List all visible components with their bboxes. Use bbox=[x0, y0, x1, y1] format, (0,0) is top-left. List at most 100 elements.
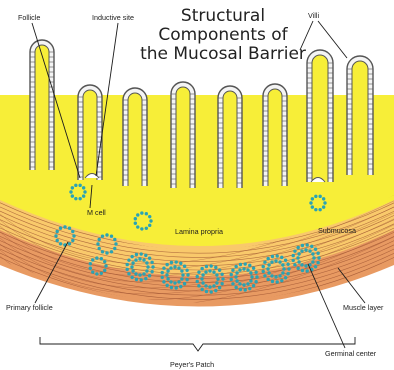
follicle-dot bbox=[304, 264, 307, 267]
follicle-dot bbox=[105, 233, 108, 236]
follicle-dot bbox=[148, 257, 151, 260]
follicle-dot bbox=[146, 265, 149, 268]
follicle-dot bbox=[220, 273, 223, 276]
follicle-dot bbox=[296, 256, 299, 259]
follicle-dot bbox=[148, 224, 151, 227]
label-peyers-patch: Peyer's Patch bbox=[170, 360, 214, 369]
follicle-dot bbox=[309, 201, 312, 204]
villus-core bbox=[312, 55, 328, 182]
follicle-dot bbox=[246, 268, 249, 271]
follicle-dot bbox=[278, 274, 281, 277]
follicle-dot bbox=[267, 263, 270, 266]
follicle-dot bbox=[281, 271, 284, 274]
follicle-dot bbox=[161, 276, 164, 279]
follicle-dot bbox=[103, 260, 106, 263]
follicle-dot bbox=[177, 280, 180, 283]
follicle-dot bbox=[150, 261, 153, 264]
follicle-dot bbox=[310, 245, 313, 248]
label-lamina-propria: Lamina propria bbox=[175, 227, 223, 236]
follicle-dot bbox=[249, 279, 252, 282]
follicle-dot bbox=[197, 284, 200, 287]
follicle-dot bbox=[135, 278, 138, 281]
follicle-dot bbox=[238, 268, 241, 271]
follicle-dot bbox=[185, 269, 188, 272]
follicle-dot bbox=[135, 253, 138, 256]
follicle-dot bbox=[267, 271, 270, 274]
follicle-dot bbox=[126, 268, 129, 271]
follicle-dot bbox=[82, 194, 85, 197]
follicle-dot bbox=[83, 190, 86, 193]
follicle-dot bbox=[239, 263, 242, 266]
villus-core bbox=[223, 91, 237, 188]
follicle-dot bbox=[230, 278, 233, 281]
follicle-dot bbox=[151, 265, 154, 268]
follicle-dot bbox=[314, 248, 317, 251]
follicle-dot bbox=[212, 284, 215, 287]
follicle-dot bbox=[71, 239, 74, 242]
follicle-dot bbox=[95, 272, 98, 275]
follicle-dot bbox=[161, 271, 164, 274]
follicle-dot bbox=[91, 270, 94, 273]
follicle-dot bbox=[215, 281, 218, 284]
follicle-dot bbox=[145, 227, 148, 230]
follicle-dot bbox=[205, 290, 208, 293]
follicle-dot bbox=[91, 258, 94, 261]
follicle-dot bbox=[150, 270, 153, 273]
follicle-dot bbox=[140, 211, 143, 214]
title-line-2: Components of bbox=[158, 25, 288, 45]
follicle-dot bbox=[271, 255, 274, 258]
follicle-dot bbox=[145, 261, 148, 264]
follicle-dot bbox=[196, 280, 199, 283]
villus-core bbox=[35, 45, 49, 170]
follicle-dot bbox=[174, 286, 177, 289]
follicle-dot bbox=[180, 277, 183, 280]
label-muscle-layer: Muscle layer bbox=[343, 303, 384, 312]
follicle-dot bbox=[314, 265, 317, 268]
follicle-dot bbox=[304, 248, 307, 251]
follicle-dot bbox=[82, 186, 85, 189]
villus-core bbox=[83, 90, 97, 180]
follicle-dot bbox=[201, 281, 204, 284]
follicle-dot bbox=[284, 276, 287, 279]
follicle-dot bbox=[252, 267, 255, 270]
follicle-dot bbox=[127, 258, 130, 261]
follicle-dot bbox=[136, 225, 139, 228]
follicle-dot bbox=[134, 217, 137, 220]
follicle-dot bbox=[255, 275, 258, 278]
follicle-dot bbox=[63, 225, 66, 228]
follicle-dot bbox=[68, 242, 71, 245]
follicle-dot bbox=[270, 274, 273, 277]
follicle-dot bbox=[318, 208, 321, 211]
follicle-dot bbox=[114, 242, 117, 245]
follicle-dot bbox=[300, 263, 303, 266]
follicle-dot bbox=[230, 273, 233, 276]
peyers-patch-bracket bbox=[40, 337, 355, 351]
follicle-dot bbox=[312, 256, 315, 259]
follicle-dot bbox=[297, 252, 300, 255]
follicle-dot bbox=[113, 238, 116, 241]
follicle-dot bbox=[204, 270, 207, 273]
follicle-dot bbox=[239, 288, 242, 291]
follicle-dot bbox=[308, 249, 311, 252]
follicle-dot bbox=[305, 243, 308, 246]
follicle-dot bbox=[254, 271, 257, 274]
follicle-dot bbox=[126, 263, 129, 266]
follicle-dot bbox=[250, 275, 253, 278]
follicle-dot bbox=[275, 254, 278, 257]
follicle-dot bbox=[248, 287, 251, 290]
follicle-dot bbox=[286, 263, 289, 266]
villus-core bbox=[128, 93, 142, 186]
follicle-dot bbox=[173, 265, 176, 268]
follicle-dot bbox=[234, 265, 237, 268]
follicle-dot bbox=[263, 260, 266, 263]
follicle-dot bbox=[101, 250, 104, 253]
follicle-dot bbox=[322, 197, 325, 200]
label-primary-follicle: Primary follicle bbox=[6, 303, 53, 312]
title-line-3: the Mucosal Barrier bbox=[140, 44, 306, 64]
follicle-dot bbox=[263, 274, 266, 277]
villus-core bbox=[268, 89, 282, 186]
follicle-dot bbox=[78, 197, 81, 200]
follicle-dot bbox=[235, 279, 238, 282]
follicle-dot bbox=[297, 260, 300, 263]
follicle-dot bbox=[286, 272, 289, 275]
